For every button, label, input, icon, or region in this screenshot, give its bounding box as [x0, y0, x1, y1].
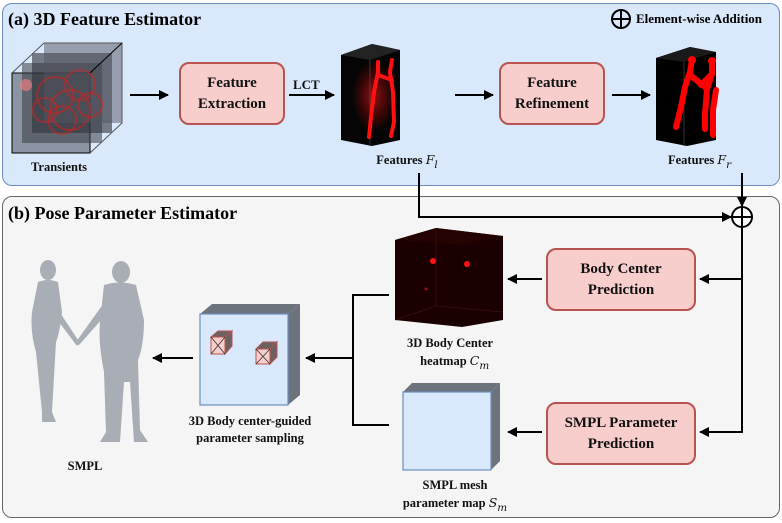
addition-node-icon — [731, 206, 753, 228]
features-fr-label: Features Fr — [668, 151, 778, 174]
block-label-line1: Body Center — [580, 260, 662, 277]
heatmap-label: 3D Body Center heatmap Cm — [390, 335, 510, 375]
math-symbol: S — [488, 495, 498, 510]
math-symbol: F — [425, 152, 435, 167]
lct-label: LCT — [293, 77, 320, 92]
smpl-label: SMPL — [67, 459, 103, 473]
panel-a-title: (a) 3D Feature Estimator — [8, 9, 202, 29]
circle-plus-icon — [611, 9, 631, 29]
math-subscript: m — [497, 501, 508, 514]
features-fl-cube-icon — [341, 44, 400, 146]
label-line2: parameter sampling — [196, 431, 304, 445]
block-label-line1: Feature — [527, 74, 577, 91]
smpl-bodies-icon — [31, 260, 148, 442]
mesh-map-label: SMPL mesh parameter map Sm — [395, 477, 515, 517]
legend: Element-wise Addition — [610, 8, 762, 30]
block-label-line2: Extraction — [197, 95, 267, 112]
features-fr-cube-icon — [656, 47, 719, 146]
block-label-line2: Prediction — [587, 435, 655, 452]
transients-label: Transients — [30, 160, 88, 174]
label-text: Features — [376, 153, 426, 167]
math-subscript: l — [434, 158, 438, 171]
legend-label: Element-wise Addition — [636, 11, 763, 26]
math-subscript: r — [726, 158, 732, 171]
block-label-line2: Refinement — [514, 95, 590, 112]
heatmap-cube-icon — [394, 228, 504, 327]
sampling-cube-icon — [199, 304, 300, 406]
arrow-fl-to-add — [418, 173, 732, 222]
label-line2: parameter map — [402, 496, 489, 510]
sampling-label: 3D Body center-guided parameter sampling — [170, 413, 330, 447]
arrow-to-smpl-pred — [699, 227, 743, 437]
math-subscript: m — [479, 359, 490, 372]
sample-box-icon — [254, 340, 279, 366]
transients-cube-icon — [11, 42, 123, 154]
features-fl-label: Features Fl — [352, 151, 462, 174]
math-symbol: C — [469, 353, 480, 368]
sample-box-icon — [209, 329, 234, 356]
panel-b-title: (b) Pose Parameter Estimator — [8, 203, 238, 223]
label-line1: 3D Body Center — [406, 336, 494, 350]
block-label-line2: Prediction — [587, 281, 655, 298]
label-line1: SMPL mesh — [422, 478, 488, 492]
math-symbol: F — [717, 152, 727, 167]
label-line1: 3D Body center-guided — [188, 414, 312, 428]
smpl-mesh-map-cube-icon — [402, 383, 500, 471]
label-line2: heatmap — [420, 354, 470, 368]
label-text: Features — [668, 153, 718, 167]
block-label-line1: Feature — [207, 74, 257, 91]
block-label-line1: SMPL Parameter — [564, 414, 678, 431]
merge-bracket — [352, 294, 389, 426]
